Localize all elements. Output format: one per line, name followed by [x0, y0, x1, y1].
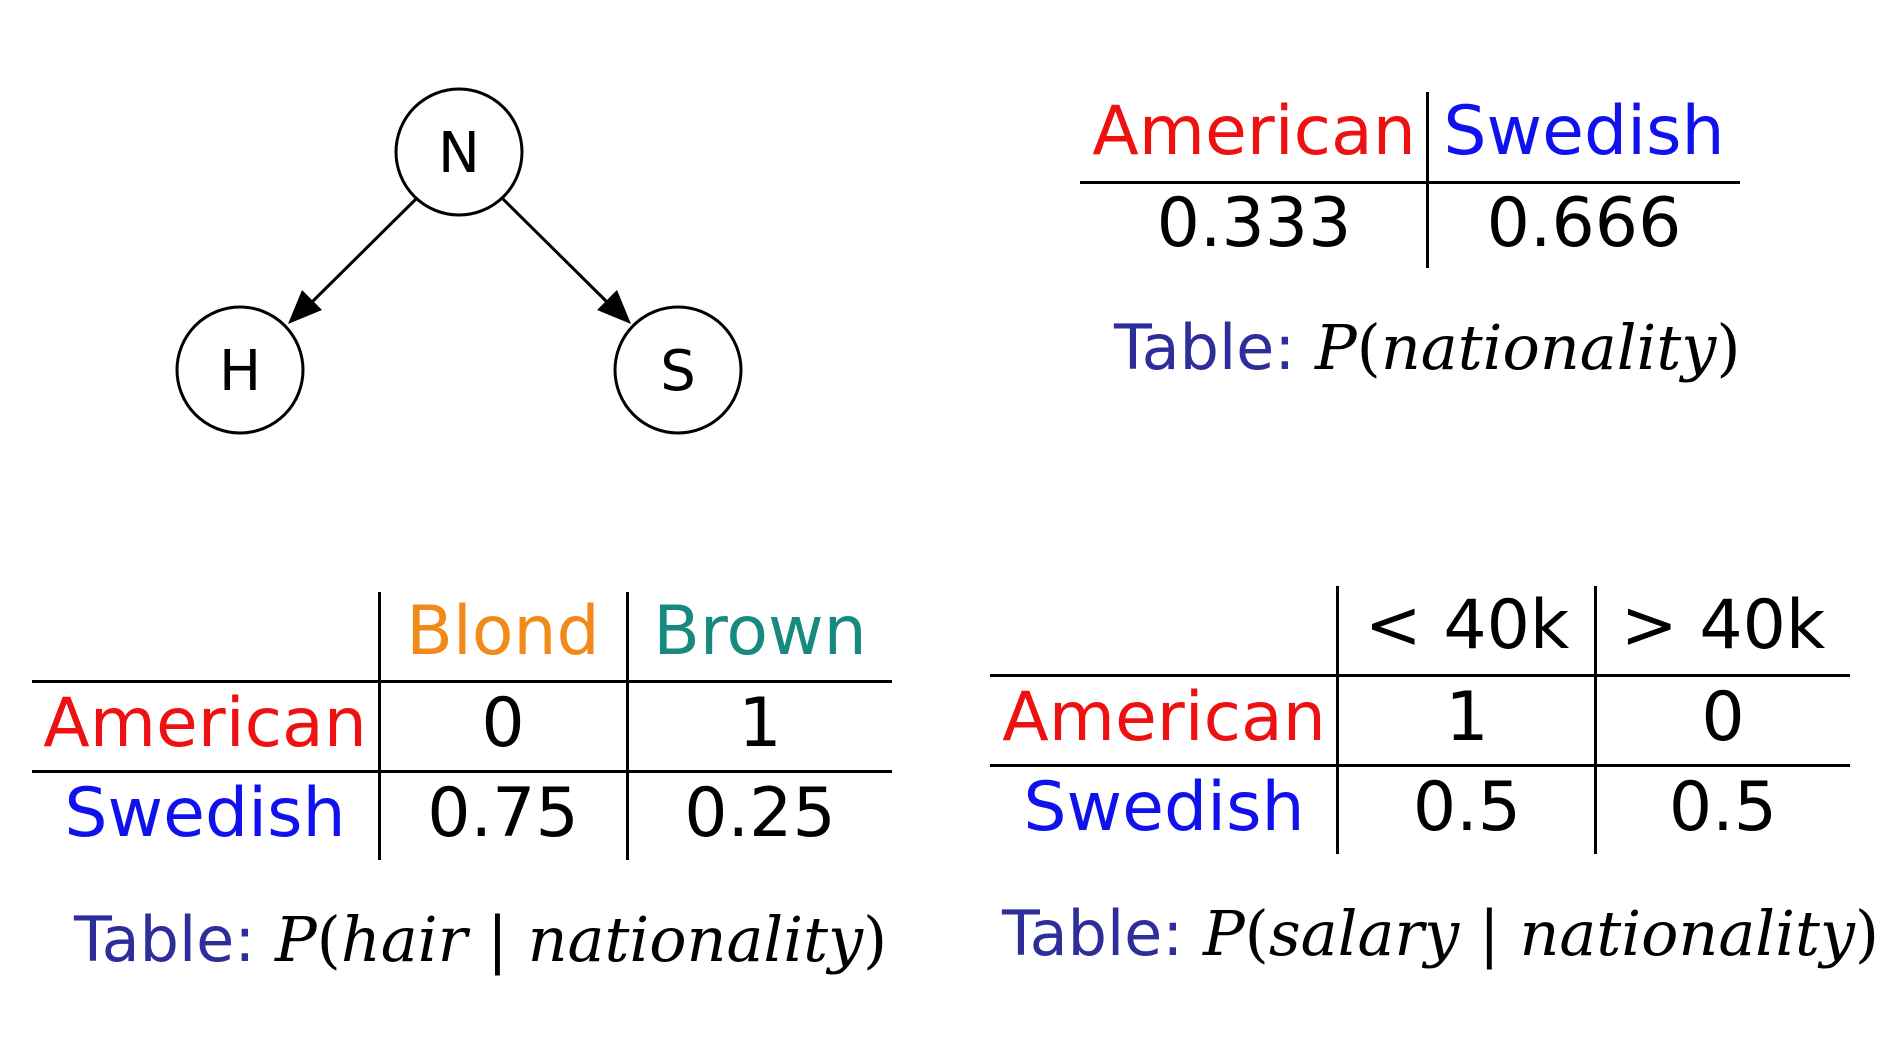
column-divider-1	[1336, 586, 1339, 854]
caption-bar: |	[486, 903, 508, 976]
salary-american-above: 0	[1701, 678, 1745, 757]
table-rule-top	[990, 674, 1850, 677]
caption-func: P	[274, 903, 317, 976]
caption-func: P	[1202, 897, 1245, 970]
caption-arg-hair: hair	[340, 903, 468, 976]
col-above-40k: > 40k	[1620, 586, 1826, 665]
hair-table-caption: Table: P(hair | nationality)	[74, 903, 888, 976]
caption-func: P	[1314, 311, 1357, 384]
caption-arg: nationality	[1380, 311, 1717, 384]
nationality-table-caption: Table: P(nationality)	[1114, 311, 1741, 384]
node-n: N	[394, 87, 524, 217]
column-divider-1	[378, 592, 381, 860]
column-divider-2	[626, 592, 629, 860]
node-h: H	[175, 305, 305, 435]
arrowhead-n-to-s	[597, 290, 631, 324]
salary-swedish-above: 0.5	[1668, 768, 1778, 847]
node-s: S	[613, 305, 743, 435]
row-label-american: American	[1002, 678, 1326, 757]
caption-prefix: Table:	[1114, 311, 1296, 384]
edge-n-to-s	[501, 197, 609, 304]
col-blond: Blond	[406, 592, 600, 671]
caption-arg-nationality: nationality	[1519, 897, 1855, 970]
header-swedish: Swedish	[1443, 92, 1725, 171]
table-rule-middle	[32, 770, 892, 773]
row-label-swedish: Swedish	[64, 774, 346, 853]
node-h-label: H	[219, 339, 261, 404]
value-american: 0.333	[1156, 184, 1352, 263]
hair-american-blond: 0	[481, 684, 525, 763]
salary-table: < 40k > 40k American 1 0 Swedish 0.5 0.5	[990, 586, 1850, 856]
value-swedish: 0.666	[1486, 184, 1682, 263]
header-american: American	[1092, 92, 1416, 171]
nationality-table: American Swedish 0.333 0.666	[1080, 92, 1740, 272]
hair-table: Blond Brown American 0 1 Swedish 0.75 0.…	[32, 592, 892, 862]
col-brown: Brown	[653, 592, 867, 671]
column-divider-2	[1594, 586, 1597, 854]
caption-arg-nationality: nationality	[527, 903, 864, 976]
node-s-label: S	[660, 339, 696, 404]
caption-bar: |	[1478, 897, 1500, 970]
hair-swedish-brown: 0.25	[684, 774, 836, 853]
caption-arg-salary: salary	[1268, 897, 1460, 970]
salary-swedish-below: 0.5	[1412, 768, 1522, 847]
table-rule-middle	[990, 764, 1850, 767]
row-label-american: American	[43, 684, 367, 763]
caption-prefix: Table:	[1002, 897, 1184, 970]
salary-table-caption: Table: P(salary | nationality)	[1002, 897, 1880, 970]
caption-prefix: Table:	[74, 903, 256, 976]
hair-american-brown: 1	[738, 684, 782, 763]
col-below-40k: < 40k	[1364, 586, 1570, 665]
row-label-swedish: Swedish	[1023, 768, 1305, 847]
hair-swedish-blond: 0.75	[427, 774, 579, 853]
table-rule	[1080, 181, 1740, 184]
edge-n-to-h	[310, 197, 418, 304]
salary-american-below: 1	[1445, 678, 1489, 757]
table-rule-top	[32, 680, 892, 683]
node-n-label: N	[438, 121, 480, 186]
column-divider	[1426, 92, 1429, 268]
arrowhead-n-to-h	[288, 290, 322, 324]
